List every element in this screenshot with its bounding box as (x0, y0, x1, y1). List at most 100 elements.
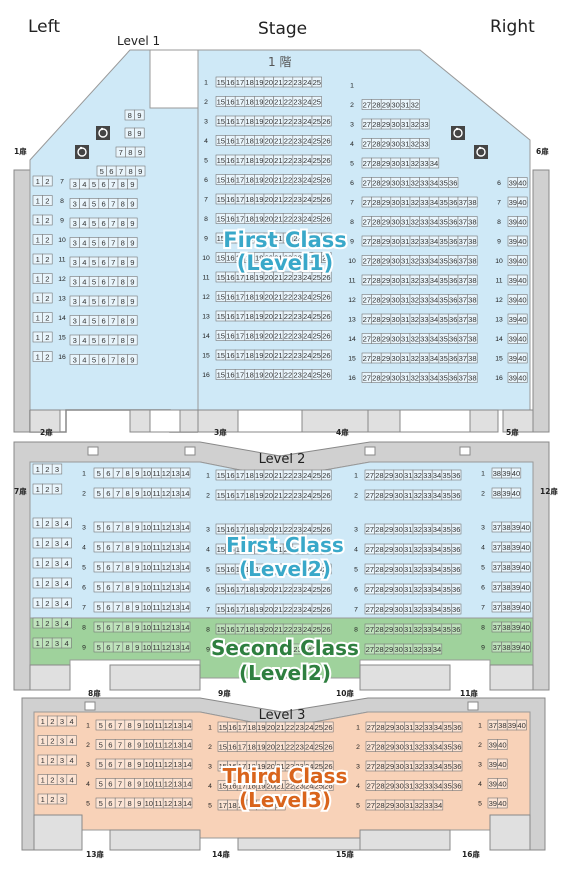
seat[interactable] (180, 581, 191, 593)
seat[interactable] (467, 372, 478, 383)
seat[interactable] (321, 252, 332, 263)
seat[interactable] (127, 217, 138, 229)
seat[interactable] (323, 741, 334, 752)
seat[interactable] (517, 196, 528, 208)
seat[interactable] (520, 541, 531, 553)
seat[interactable] (497, 739, 508, 750)
seat[interactable] (127, 178, 138, 190)
seat[interactable] (42, 253, 53, 265)
seat[interactable] (61, 617, 72, 629)
seat[interactable] (42, 312, 53, 323)
seat[interactable] (451, 469, 462, 481)
seat[interactable] (61, 637, 72, 649)
seat[interactable] (520, 641, 531, 653)
seat[interactable] (66, 774, 77, 785)
seat[interactable] (182, 739, 193, 750)
seat[interactable] (180, 561, 191, 573)
seat[interactable] (467, 255, 478, 266)
seat[interactable] (467, 294, 478, 305)
seat[interactable] (42, 195, 53, 206)
seat[interactable] (451, 523, 462, 535)
seat[interactable] (452, 721, 463, 733)
seat[interactable] (61, 537, 72, 549)
seat[interactable] (321, 349, 332, 361)
seat[interactable] (134, 146, 146, 158)
seat[interactable] (321, 543, 332, 555)
seat[interactable] (467, 352, 478, 364)
seat[interactable] (321, 469, 332, 481)
seat[interactable] (321, 310, 332, 322)
seat[interactable] (180, 601, 191, 613)
seat[interactable] (467, 274, 478, 286)
seat[interactable] (452, 760, 463, 772)
seat[interactable] (127, 256, 138, 268)
seat[interactable] (321, 623, 332, 635)
seat[interactable] (321, 174, 332, 185)
seat[interactable] (432, 799, 444, 811)
seat[interactable] (323, 721, 334, 733)
seat[interactable] (510, 487, 522, 499)
seat[interactable] (517, 352, 528, 364)
seat[interactable] (448, 177, 459, 188)
seat[interactable] (42, 214, 53, 226)
seat[interactable] (451, 543, 462, 555)
seat[interactable] (321, 643, 332, 655)
seat[interactable] (517, 372, 528, 383)
seat[interactable] (134, 109, 145, 121)
seat[interactable] (321, 115, 332, 127)
seat[interactable] (42, 234, 53, 245)
seat[interactable] (321, 603, 332, 615)
seat[interactable] (497, 797, 508, 809)
seat[interactable] (61, 557, 72, 569)
seat[interactable] (467, 216, 478, 227)
seat[interactable] (321, 563, 332, 575)
seat[interactable] (180, 541, 191, 553)
seat[interactable] (321, 369, 332, 380)
seat[interactable] (321, 489, 332, 501)
seat[interactable] (520, 621, 531, 633)
seat[interactable] (42, 292, 53, 304)
seat[interactable] (42, 273, 53, 284)
seat[interactable] (321, 213, 332, 224)
seat[interactable] (467, 333, 478, 344)
seat[interactable] (61, 517, 72, 529)
seat[interactable] (56, 793, 68, 805)
seat[interactable] (135, 165, 146, 177)
seat[interactable] (517, 333, 528, 344)
seat[interactable] (419, 138, 430, 149)
seat[interactable] (520, 581, 531, 593)
seat[interactable] (127, 276, 138, 287)
seat[interactable] (467, 235, 478, 247)
seat[interactable] (516, 719, 527, 731)
seat[interactable] (520, 601, 531, 613)
seat[interactable] (451, 489, 462, 501)
seat[interactable] (517, 216, 528, 227)
seat[interactable] (275, 799, 286, 811)
seat[interactable] (180, 467, 191, 479)
seat[interactable] (497, 778, 508, 789)
seat[interactable] (517, 235, 528, 247)
seat[interactable] (127, 315, 138, 326)
seat[interactable] (497, 758, 508, 770)
seat[interactable] (311, 76, 322, 88)
seat[interactable] (66, 715, 77, 727)
seat[interactable] (51, 463, 63, 475)
seat[interactable] (419, 118, 430, 130)
seat[interactable] (134, 127, 145, 139)
seat[interactable] (520, 521, 531, 533)
seat[interactable] (127, 354, 138, 365)
seat[interactable] (517, 294, 528, 305)
seat[interactable] (452, 780, 463, 791)
seat[interactable] (321, 232, 332, 244)
seat[interactable] (182, 758, 193, 770)
seat[interactable] (321, 330, 332, 341)
seat[interactable] (467, 313, 478, 325)
seat[interactable] (182, 797, 193, 809)
seat[interactable] (311, 96, 322, 107)
seat[interactable] (182, 778, 193, 789)
seat[interactable] (517, 274, 528, 286)
seat[interactable] (127, 198, 138, 209)
seat[interactable] (127, 295, 138, 307)
seat[interactable] (61, 577, 72, 589)
seat[interactable] (451, 603, 462, 615)
